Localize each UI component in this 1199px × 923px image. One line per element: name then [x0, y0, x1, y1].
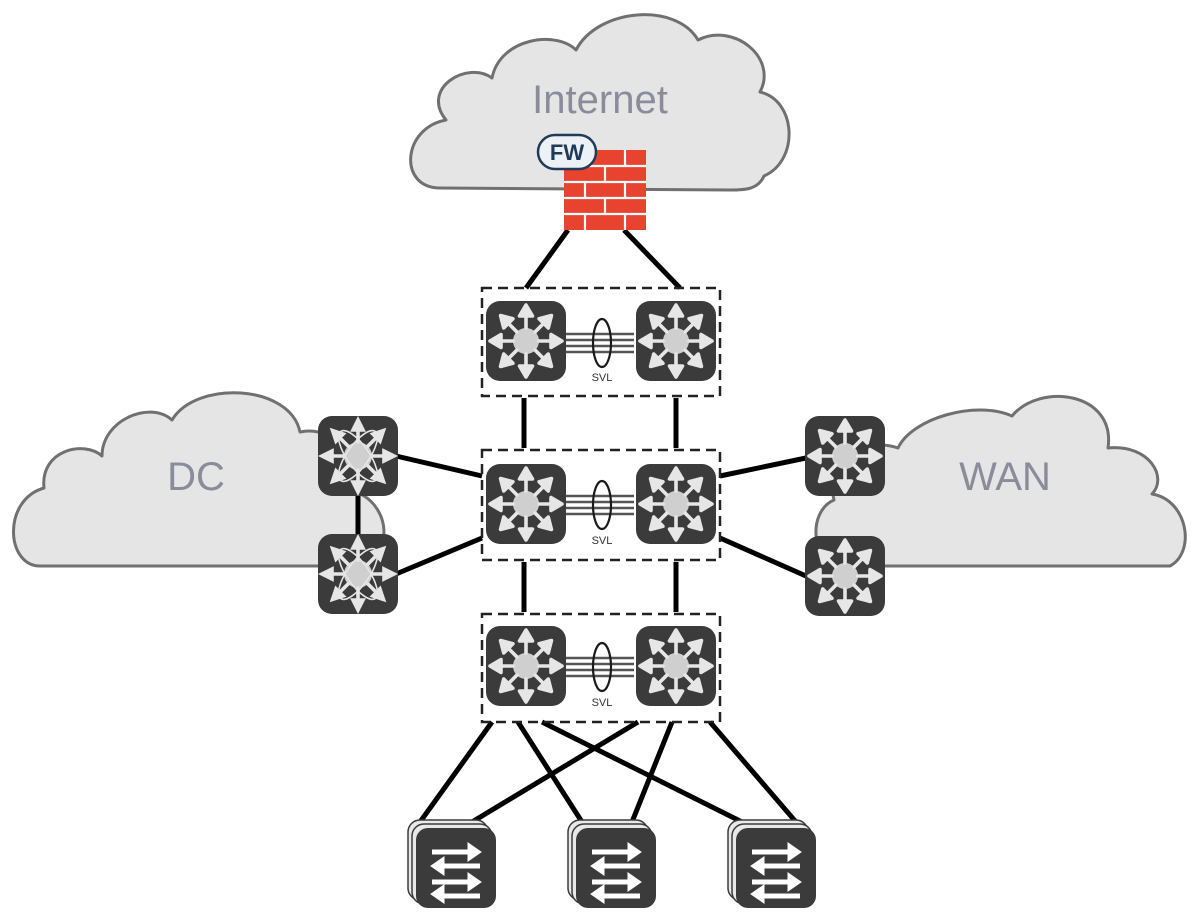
firewall[interactable]: FW: [536, 133, 646, 230]
access-stack-1[interactable]: [408, 820, 496, 908]
access-stack-3[interactable]: [728, 820, 816, 908]
access-stack-2[interactable]: [568, 820, 656, 908]
layer3-switch-icon: [636, 301, 716, 381]
bottom-pair-box: [480, 612, 722, 724]
link-bot-stack1-a: [417, 720, 495, 824]
layer2-switch-stack-icon: [568, 820, 656, 908]
bottom-switch-pair: SVL: [480, 612, 722, 724]
top-left-switch[interactable]: [486, 301, 566, 381]
bottom-svl-link: SVL: [566, 641, 634, 709]
layer3-switch-icon: [486, 301, 566, 381]
link-dc1-mid: [395, 453, 483, 479]
middle-left-switch[interactable]: [486, 464, 566, 544]
layer3-switch-icon: [636, 464, 716, 544]
top-svl-link: SVL: [566, 317, 634, 384]
link-bot-stack2-b: [629, 721, 675, 823]
layer2-switch-stack-icon: [408, 820, 496, 908]
link-bot-stack1-b: [470, 719, 640, 825]
dc-switch-upper[interactable]: [318, 416, 398, 496]
firewall-badge: [536, 133, 598, 171]
wan-label: WAN: [959, 455, 1051, 499]
bottom-svl-label: SVL: [592, 697, 613, 709]
bottom-left-switch[interactable]: [486, 626, 566, 706]
wan-cloud: WAN: [814, 394, 1187, 568]
dc-cloud: DC: [12, 391, 386, 568]
dc-label: DC: [167, 455, 225, 499]
link-fw-top-left: [523, 228, 571, 290]
middle-switch-pair: SVL: [480, 448, 722, 562]
middle-pair-box: [480, 448, 722, 562]
link-dc2-mid: [395, 535, 483, 577]
wan-device-upper[interactable]: [805, 416, 885, 496]
layer3-switch-icon: [486, 464, 566, 544]
top-right-switch[interactable]: [636, 301, 716, 381]
layer3-switch-icon: [805, 536, 885, 616]
wan-device-lower[interactable]: [805, 536, 885, 616]
link-bot-stack3-b: [708, 720, 798, 824]
layer3-switch-icon: [636, 626, 716, 706]
multilayer-switch-icon: [318, 416, 398, 496]
layer3-switch-icon: [486, 626, 566, 706]
bottom-right-switch[interactable]: [636, 626, 716, 706]
multilayer-switch-icon: [318, 534, 398, 614]
layer2-switch-stack-icon: [728, 820, 816, 908]
link-fw-top-right: [622, 228, 682, 290]
internet-cloud: Internet: [409, 13, 791, 192]
link-wan2-mid: [718, 535, 808, 579]
middle-svl-label: SVL: [592, 535, 613, 547]
top-svl-label: SVL: [592, 372, 613, 384]
link-wan1-mid: [719, 455, 807, 479]
layer3-switch-icon: [805, 416, 885, 496]
network-links: [355, 228, 808, 825]
link-bot-stack2-a: [515, 720, 585, 824]
internet-label: Internet: [532, 78, 668, 122]
link-bot-stack3-a: [540, 719, 744, 825]
top-switch-pair: SVL: [480, 286, 722, 398]
dc-switch-lower[interactable]: [318, 534, 398, 614]
middle-svl-link: SVL: [566, 479, 634, 547]
middle-right-switch[interactable]: [636, 464, 716, 544]
firewall-badge-label: FW: [550, 140, 584, 165]
top-pair-box: [480, 286, 722, 398]
